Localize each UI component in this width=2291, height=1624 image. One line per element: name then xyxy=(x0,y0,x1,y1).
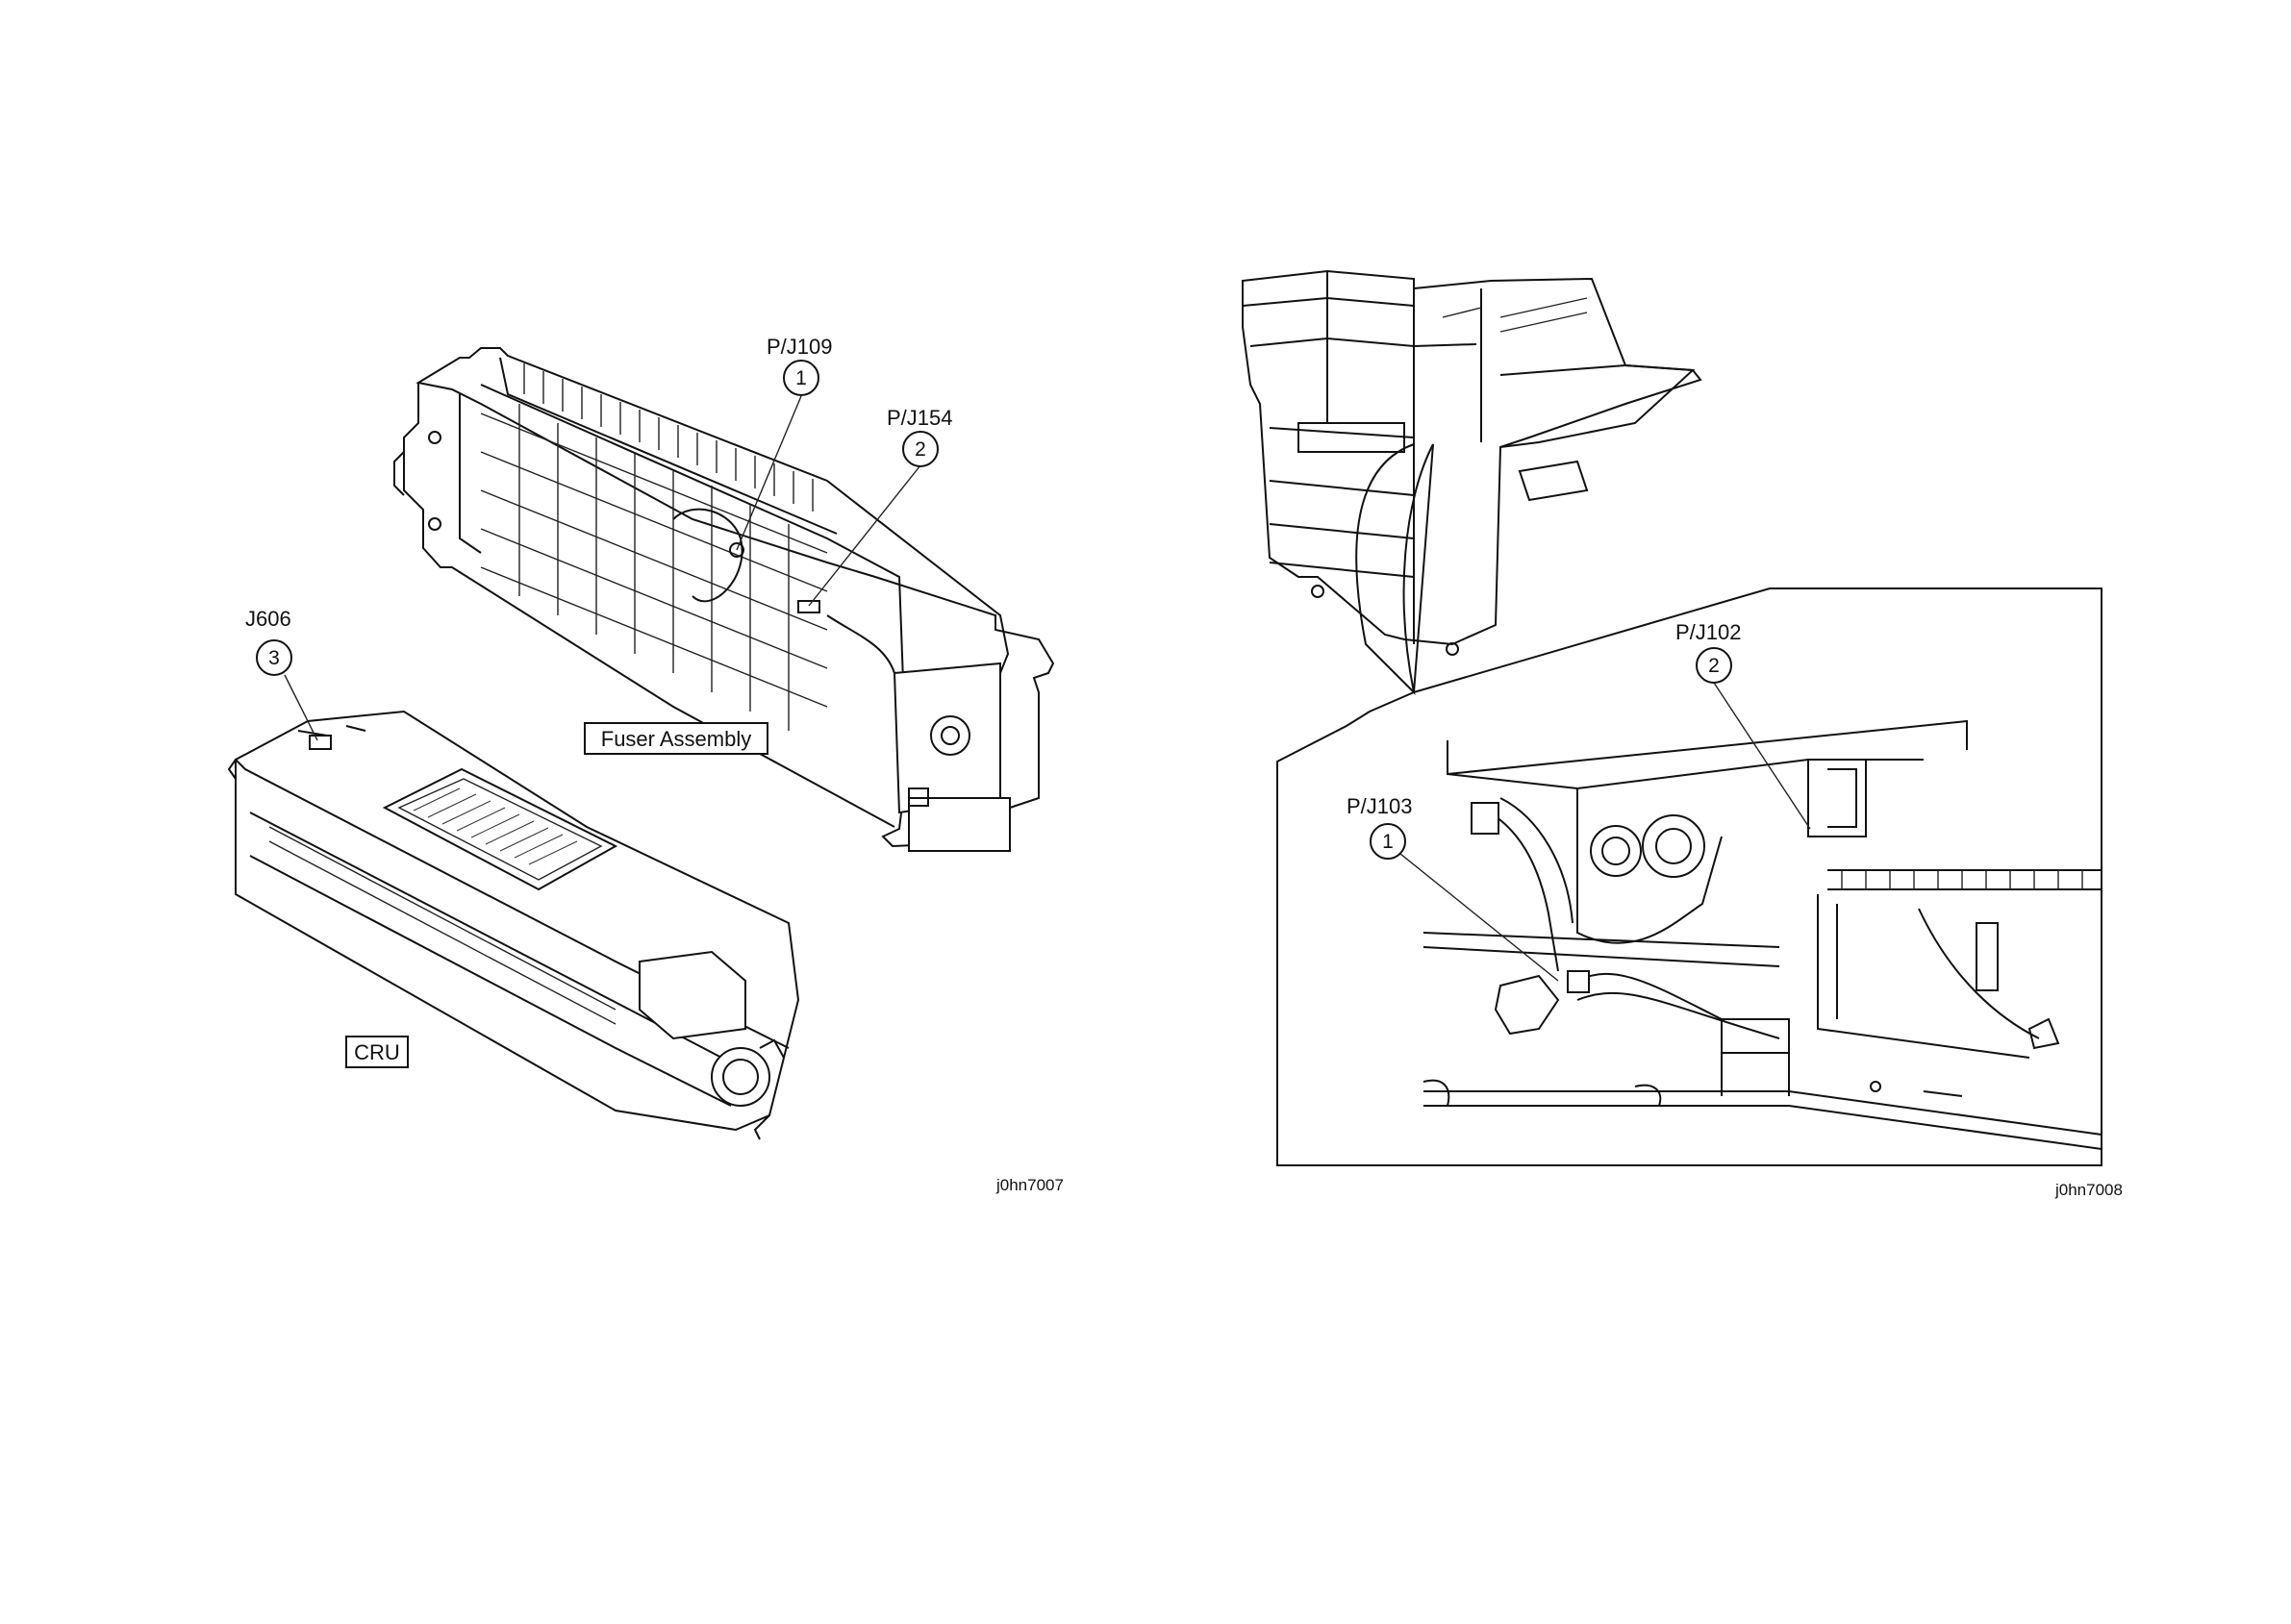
inset-detail-drawing xyxy=(1423,721,2102,1149)
figure-id-right: j0hn7008 xyxy=(2054,1181,2123,1199)
callout-number-2: 2 xyxy=(915,438,926,461)
connector-label-pj109: P/J109 xyxy=(767,335,833,359)
connector-label-pj154: P/J154 xyxy=(887,406,953,430)
callout-number-3: 3 xyxy=(268,647,280,669)
fuser-assembly-label: Fuser Assembly xyxy=(601,727,752,751)
connector-label-pj102: P/J102 xyxy=(1675,620,1742,644)
callout-number-1: 1 xyxy=(795,367,807,389)
connector-label-j606: J606 xyxy=(245,607,291,631)
leader-line-pj103 xyxy=(1400,854,1558,981)
callout-number-right-1: 1 xyxy=(1382,831,1394,853)
cru-drawing xyxy=(229,712,798,1139)
callout-number-right-2: 2 xyxy=(1708,655,1720,677)
figure-id-left: j0hn7007 xyxy=(995,1176,1064,1194)
cru-label: CRU xyxy=(354,1040,400,1064)
connector-label-pj103: P/J103 xyxy=(1347,794,1413,818)
leader-line-pj102 xyxy=(1714,683,1810,829)
